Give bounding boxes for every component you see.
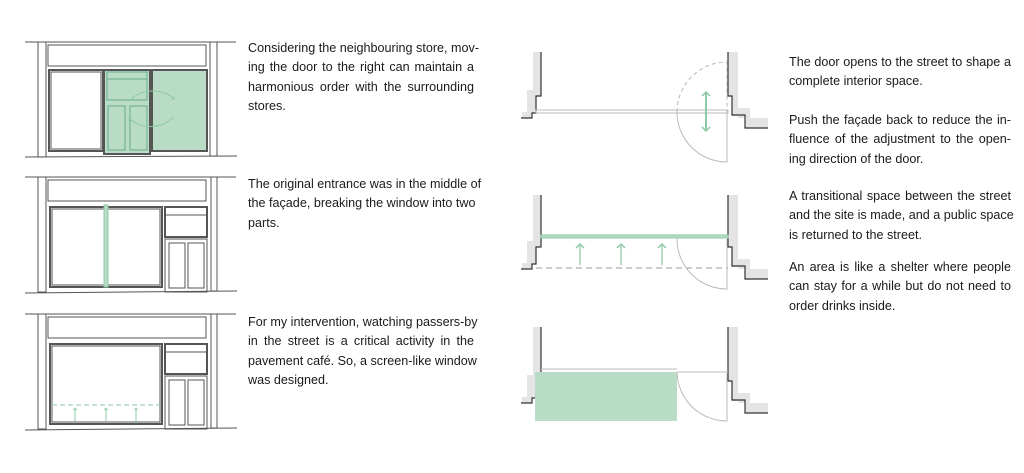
caption-line: stores. [248, 99, 286, 114]
caption-line: The original entrance was in the middle … [248, 177, 482, 191]
note-line: complete interior space. [789, 74, 923, 89]
note-line: order drinks inside. [789, 298, 896, 313]
note-line: fluence of the adjustment to the open- [789, 132, 1011, 147]
caption-line: ing the door to the right can maintain a [248, 60, 474, 75]
note-line: Push the façade back to reduce the in- [789, 113, 1011, 127]
caption-line: harmonious order with the surrounding [248, 79, 474, 94]
door-unit-green [103, 69, 151, 155]
caption-elevation-3: For my intervention, watching passers-by… [248, 313, 478, 391]
note-line: can stay for a while but do not need to [789, 279, 1011, 294]
elevation-proposed-door-right [24, 41, 238, 158]
caption-line: Considering the neighbouring store, mov- [248, 41, 480, 55]
caption-line: the façade, breaking the window into two [248, 196, 476, 211]
plan-facade-pushed-back [521, 195, 768, 290]
note-line: is returned to the street. [789, 227, 923, 242]
plan-note-2: Push the façade back to reduce the in- f… [789, 111, 1011, 169]
note-line: An area is like a shelter where people [789, 260, 1011, 274]
swap-arrow-icon [129, 90, 175, 102]
note-line: ing direction of the door. [789, 151, 924, 166]
caption-line: was designed. [248, 373, 329, 388]
caption-line: parts. [248, 215, 280, 230]
caption-elevation-1: Considering the neighbouring store, mov-… [248, 39, 480, 117]
elevation-original [24, 176, 238, 294]
caption-elevation-2: The original entrance was in the middle … [248, 175, 482, 233]
note-line: and the site is made, and a public space [789, 208, 1014, 223]
plan-public-space [521, 327, 768, 422]
center-mullion-green [103, 204, 109, 288]
plan-note-4: An area is like a shelter where people c… [789, 258, 1011, 316]
note-line: The door opens to the street to shape a [789, 55, 1011, 69]
caption-line: in the street is a critical activity in … [248, 334, 474, 349]
plan-door-opens-out [521, 52, 768, 163]
plan-note-1: The door opens to the street to shape a … [789, 53, 1011, 92]
public-space-area [535, 372, 677, 421]
elevation-screen-window [24, 313, 238, 431]
caption-line: pavement café. So, a screen-like window [248, 353, 477, 368]
plan-note-3: A transitional space between the street … [789, 187, 1014, 245]
note-line: A transitional space between the street [789, 189, 1011, 203]
caption-line: For my intervention, watching passers-by [248, 315, 478, 329]
